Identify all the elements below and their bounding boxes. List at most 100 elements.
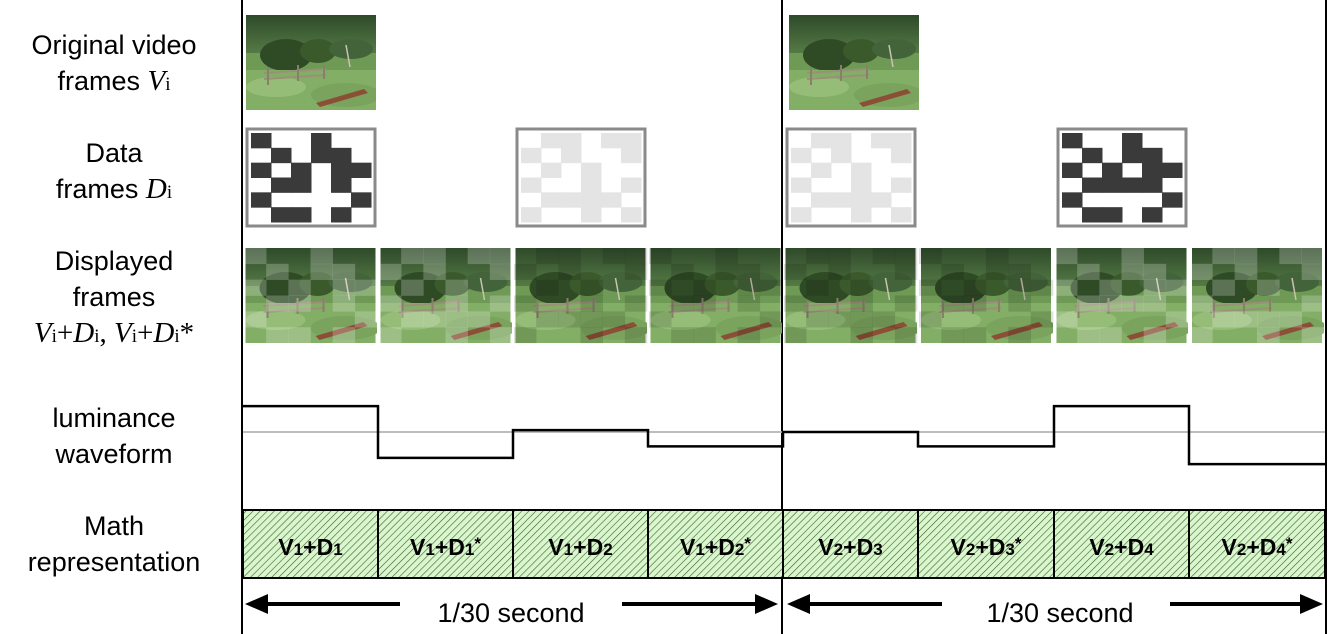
label-data-line2: frames Di <box>55 173 173 205</box>
data-block <box>1122 177 1143 193</box>
label-data-frames: Data frames Di <box>0 135 228 211</box>
displayed-frame-2 <box>379 248 513 344</box>
label-luminance: luminance waveform <box>0 400 228 472</box>
label-original-line2: frames Vi <box>57 65 171 97</box>
data-block <box>561 147 582 164</box>
math-cell-4: V1+D2* <box>647 510 751 578</box>
data-block <box>851 192 872 208</box>
data-frame-3 <box>785 127 917 228</box>
data-block <box>1062 192 1083 208</box>
data-block <box>311 133 332 149</box>
data-block <box>271 177 292 193</box>
math-cell-label: V2+D3* <box>951 534 1022 560</box>
data-block <box>581 207 602 223</box>
label-math-line2: representation <box>27 547 201 577</box>
math-cell-label: V1+D2 <box>548 534 612 560</box>
math-cell-label: V1+D2* <box>680 534 751 560</box>
data-frame-4 <box>1056 127 1188 228</box>
data-block <box>1122 147 1143 164</box>
data-block <box>331 177 352 193</box>
data-frames <box>245 127 1188 228</box>
math-cell-2: V1+D1* <box>377 510 481 578</box>
math-cell-label: V1+D1 <box>278 534 342 560</box>
label-math: Math representation <box>0 508 228 580</box>
data-block <box>871 192 892 208</box>
displayed-frames <box>244 248 1325 344</box>
original-frame-1 <box>246 15 376 110</box>
data-block <box>1102 162 1123 178</box>
data-block <box>1082 207 1103 223</box>
data-block <box>891 133 912 149</box>
displayed-frame-5 <box>784 248 918 344</box>
data-block <box>1062 162 1083 178</box>
data-block <box>621 177 642 193</box>
data-block <box>541 162 562 178</box>
math-cell-label: V1+D1* <box>410 534 481 560</box>
math-cell-1: V1+D1 <box>278 534 342 560</box>
data-block <box>1162 162 1183 178</box>
data-frame-1 <box>245 127 377 228</box>
luminance-waveform-line <box>243 404 1325 466</box>
data-block <box>581 162 602 178</box>
data-block <box>251 133 272 149</box>
data-block <box>791 147 812 164</box>
displayed-frame-7 <box>1055 248 1189 344</box>
data-block <box>541 192 562 208</box>
data-block <box>291 162 312 178</box>
data-block <box>1102 207 1123 223</box>
data-block <box>831 192 852 208</box>
data-block <box>331 162 352 178</box>
data-block <box>1102 177 1123 193</box>
label-luminance-line2: waveform <box>55 439 173 469</box>
data-block <box>311 147 332 164</box>
duration-label-2: 1/30 second <box>986 598 1133 628</box>
data-block <box>271 147 292 164</box>
math-cell-8: V2+D4* <box>1188 510 1293 578</box>
data-block <box>581 192 602 208</box>
math-cell-label: V2+D3 <box>818 534 882 560</box>
data-block <box>581 177 602 193</box>
data-block <box>1142 177 1163 193</box>
math-cell-label: V2+D4* <box>1222 534 1293 560</box>
data-block <box>851 207 872 223</box>
data-block <box>291 177 312 193</box>
label-displayed-line2: frames <box>72 282 156 312</box>
math-cell-7: V2+D4 <box>1053 510 1154 578</box>
data-block <box>251 162 272 178</box>
displayed-frame-3 <box>514 248 648 344</box>
data-block <box>1142 162 1163 178</box>
displayed-frame-1 <box>244 248 378 344</box>
data-block <box>1162 192 1183 208</box>
data-block <box>791 177 812 193</box>
data-block <box>831 147 852 164</box>
duration-label-1: 1/30 second <box>437 598 584 628</box>
data-block <box>521 147 542 164</box>
data-block <box>561 192 582 208</box>
label-displayed-line3: Vi+Di, Vi+Di* <box>33 317 195 349</box>
label-luminance-line1: luminance <box>52 403 176 433</box>
label-original-line1: Original video <box>31 30 197 60</box>
data-block <box>351 192 372 208</box>
data-block <box>331 147 352 164</box>
data-block <box>521 207 542 223</box>
label-math-line1: Math <box>83 511 145 541</box>
data-block <box>1142 147 1163 164</box>
data-block <box>601 133 622 149</box>
data-frame-2 <box>515 127 647 228</box>
data-block <box>621 147 642 164</box>
data-block <box>891 177 912 193</box>
math-representation: V1+D1 V1+D1* V1+D2 V1+D2* V2+D3 V2+D3* V2+D4 V2… <box>242 509 1326 579</box>
data-block <box>601 192 622 208</box>
data-block <box>251 192 272 208</box>
displayed-frame-6 <box>919 248 1054 344</box>
displayed-frame-4 <box>649 248 783 344</box>
data-block <box>351 162 372 178</box>
data-block <box>831 133 852 149</box>
label-original-frames: Original video frames Vi <box>0 27 228 103</box>
data-block <box>811 162 832 178</box>
data-block <box>541 133 562 149</box>
data-block <box>271 207 292 223</box>
math-cell-3: V1+D2 <box>512 510 613 578</box>
data-block <box>1082 147 1103 164</box>
